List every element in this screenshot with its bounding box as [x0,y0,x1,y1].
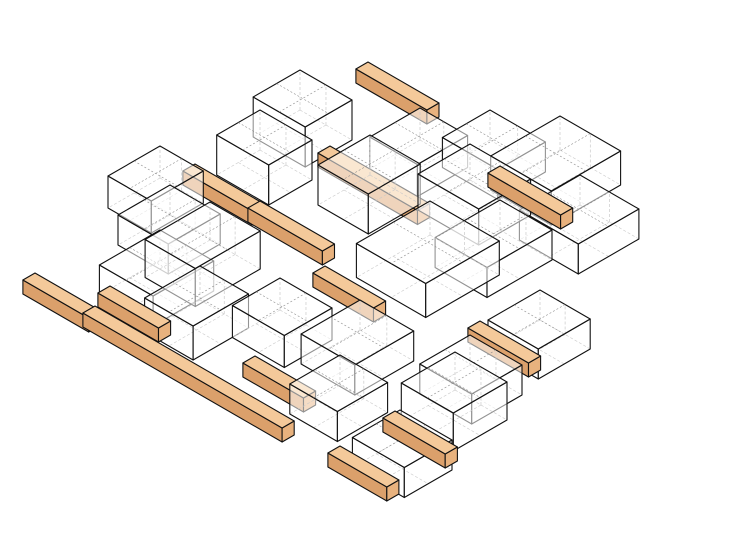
beam-mid-diagonal-b [247,200,336,266]
top-hidden-lines [276,83,329,114]
top-hidden-lines [427,366,482,399]
top-hidden-lines [460,214,527,253]
box-center-large [355,200,500,319]
face-top [97,285,172,329]
massing-layer [22,61,640,502]
top-hidden-lines [443,158,505,195]
box-front-center-small [289,354,389,443]
beam-right-diagonal [487,165,574,230]
top-hidden-lines [168,279,225,313]
face-top [327,445,400,488]
top-hidden-lines [256,291,309,323]
top-hidden-lines [513,304,566,335]
top-hidden-lines [393,121,444,152]
top-hidden-lines [170,216,236,255]
box-front-left-mid [231,277,333,369]
beam-left-lower [97,285,172,343]
top-hidden-lines [520,133,591,174]
top-hidden-lines [238,122,291,153]
face-top [355,61,440,111]
face-top [82,305,295,429]
beam-back-vertical [355,61,440,125]
top-hidden-lines [313,368,364,399]
top-hidden-lines [390,220,465,264]
beam-front-bottom [327,445,400,502]
top-hidden-lines [343,149,396,180]
beam-front-cross [382,410,458,469]
top-hidden-lines [129,158,182,189]
face-top [467,320,542,364]
box-back-left-upper [216,109,313,206]
face-top [382,410,458,455]
box-center-upper [317,134,421,235]
face-top [487,165,574,216]
face-top [247,200,336,252]
top-hidden-lines [548,191,610,228]
beam-front-long [82,305,295,443]
top-hidden-lines [327,315,387,350]
